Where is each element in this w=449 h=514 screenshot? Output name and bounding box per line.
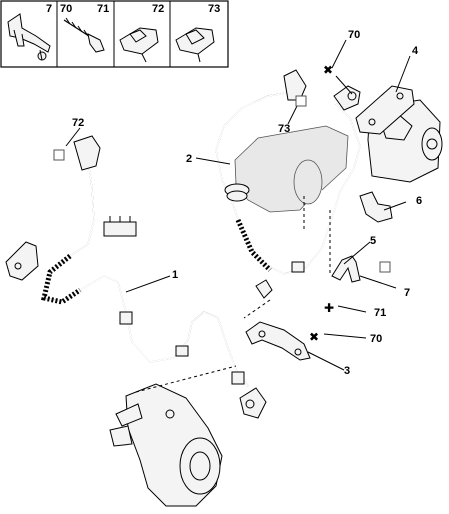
cross-marker-lower: ✖ bbox=[309, 330, 319, 344]
legend-label-7: 7 bbox=[46, 3, 52, 15]
bracket-mid bbox=[103, 216, 137, 237]
part-6-clip bbox=[359, 191, 393, 223]
callout-5: 5 bbox=[370, 235, 376, 247]
callout-1: 1 bbox=[172, 269, 178, 281]
callout-3: 3 bbox=[344, 365, 350, 377]
callout-7: 7 bbox=[404, 287, 410, 299]
callout-70-upper: 70 bbox=[348, 29, 360, 41]
steering-knuckle bbox=[109, 383, 223, 507]
legend-label-73: 73 bbox=[208, 3, 220, 15]
part-4-bracket bbox=[355, 85, 415, 135]
sensor-upper bbox=[333, 85, 361, 111]
callout-71: 71 bbox=[374, 307, 386, 319]
callout-72: 72 bbox=[72, 117, 84, 129]
part-3-bracket bbox=[245, 321, 311, 361]
clip-7-icon bbox=[7, 13, 51, 61]
clip-73-icon bbox=[175, 27, 215, 63]
callout-4: 4 bbox=[412, 45, 419, 57]
plus-marker: ✚ bbox=[324, 301, 334, 315]
cable-1 bbox=[40, 135, 267, 419]
part-5-bracket bbox=[331, 255, 361, 283]
clip-72-icon bbox=[119, 27, 159, 63]
gearbox-housing bbox=[234, 99, 443, 213]
legend-label-72: 72 bbox=[152, 3, 164, 15]
leader-lines bbox=[65, 39, 411, 371]
cross-marker-upper: ✖ bbox=[323, 63, 333, 77]
guide-lines bbox=[135, 196, 331, 393]
callout-6: 6 bbox=[416, 195, 422, 207]
fitting-small bbox=[255, 279, 273, 299]
cable-2 bbox=[215, 69, 361, 275]
bracket-left bbox=[5, 241, 39, 281]
callout-2: 2 bbox=[186, 153, 192, 165]
legend-box: 7 70 71 72 73 bbox=[0, 0, 229, 68]
screw-icon bbox=[63, 17, 105, 53]
square-markers bbox=[53, 95, 391, 273]
legend-label-71: 71 bbox=[97, 3, 109, 15]
callout-73: 73 bbox=[278, 123, 290, 135]
legend-label-70: 70 bbox=[60, 3, 72, 15]
callout-70-lower: 70 bbox=[370, 333, 382, 345]
